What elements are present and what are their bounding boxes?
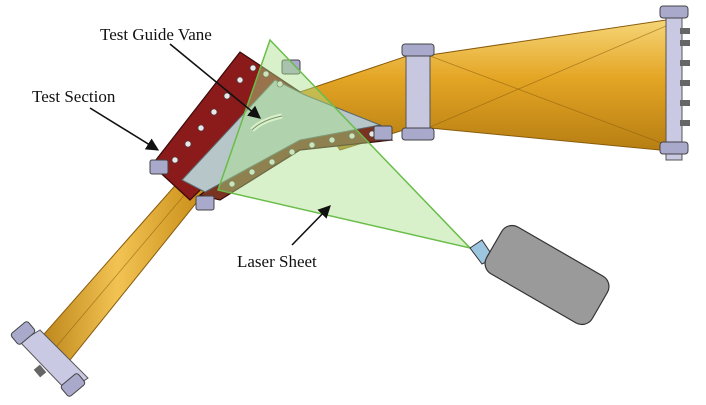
laser-sheet	[217, 38, 473, 250]
test-guide-vane	[250, 113, 283, 132]
outlet-middle-flange	[401, 43, 435, 141]
bolt-holes	[171, 64, 376, 188]
inlet-nozzle	[29, 179, 206, 371]
outlet-end-flange	[659, 5, 690, 161]
test-section	[149, 51, 394, 211]
arrow-test-section	[89, 107, 160, 151]
arrow-test-guide-vane	[169, 43, 261, 119]
camera-icon	[469, 224, 610, 326]
label-test-guide-vane: Test Guide Vane	[100, 25, 212, 44]
label-test-section: Test Section	[32, 87, 116, 106]
inlet-end-flange	[10, 321, 89, 397]
label-laser-sheet: Laser Sheet	[237, 252, 317, 271]
leader-arrows	[89, 43, 331, 246]
flange-icon	[680, 28, 690, 126]
arrow-laser-sheet	[291, 205, 331, 246]
